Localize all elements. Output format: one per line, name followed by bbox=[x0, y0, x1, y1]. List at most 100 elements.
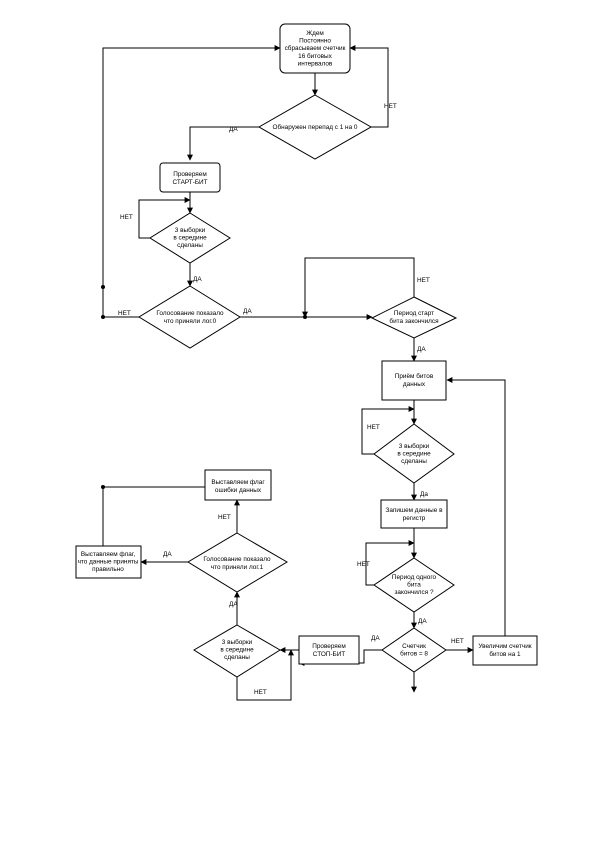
node-label-line: сделаны bbox=[224, 654, 250, 661]
edge-labels: НЕТ ДА НЕТ ДА НЕТ ДА НЕТ ДА НЕТ Да НЕТ Д… bbox=[118, 103, 464, 696]
node-label-line: Голосование показало bbox=[203, 556, 271, 563]
label-period-bit-yes: ДА bbox=[418, 618, 427, 625]
node-label-line: Увеличим счетчик bbox=[478, 643, 531, 650]
node-vote-start bbox=[138, 285, 241, 349]
label-counter-no: НЕТ bbox=[451, 638, 464, 645]
node-label-line: Обнаружен перепад с 1 на 0 bbox=[273, 123, 358, 131]
junction-dot bbox=[101, 285, 105, 289]
edge-detect-no-loop bbox=[349, 45, 389, 128]
node-label-line: Приём битов bbox=[395, 372, 434, 380]
node-label-line: что данные приняты bbox=[78, 559, 139, 566]
label-vote-stop-yes: ДА bbox=[163, 551, 172, 558]
node-receive-bits bbox=[381, 360, 447, 401]
node-increment-counter bbox=[472, 635, 538, 666]
node-label-line: бита bbox=[407, 580, 421, 588]
node-label-line: битов на 1 bbox=[489, 650, 521, 658]
edge-increment-loop bbox=[446, 377, 506, 636]
node-label-line: Проверяем bbox=[173, 171, 206, 178]
label-samples-start-no: НЕТ bbox=[120, 214, 133, 221]
label-counter-yes: ДА bbox=[371, 635, 380, 642]
label-samples-data-yes: Да bbox=[420, 491, 428, 498]
node-vote-stop bbox=[187, 532, 288, 593]
node-label-line: Ждем bbox=[306, 30, 324, 37]
label-vote-start-no: НЕТ bbox=[118, 310, 131, 317]
node-label-line: Выставляем флаг, bbox=[81, 551, 136, 558]
node-label-line: сбрасываем счетчик bbox=[285, 44, 346, 52]
node-samples-stop bbox=[193, 624, 281, 678]
label-detect-no: НЕТ bbox=[384, 103, 397, 110]
node-label-line: в середине bbox=[220, 646, 254, 653]
node-period-start bbox=[370, 296, 458, 339]
node-label-line: Постоянно bbox=[299, 38, 331, 45]
node-label-line: Голосование показало bbox=[156, 310, 224, 317]
node-label-line: сделаны bbox=[177, 242, 203, 249]
label-period-bit-no: НЕТ bbox=[357, 561, 370, 568]
node-label-line: что приняли лог.1 bbox=[211, 564, 264, 571]
node-label-line: регистр bbox=[403, 515, 426, 522]
node-label-line: битов = 8 bbox=[400, 650, 428, 658]
node-label-line: что приняли лог.0 bbox=[164, 318, 217, 325]
edge-samples-start-no-loop bbox=[138, 197, 191, 239]
node-samples-data bbox=[373, 423, 455, 484]
edge-detect-yes bbox=[187, 126, 259, 161]
node-ok-flag bbox=[75, 545, 142, 579]
junction-dot bbox=[101, 315, 105, 319]
label-period-start-yes: ДА bbox=[417, 346, 426, 353]
node-label-line: в середине bbox=[173, 234, 207, 241]
node-edge-detect bbox=[257, 94, 373, 160]
node-label-line: Счетчик bbox=[402, 643, 426, 650]
label-samples-data-no: НЕТ bbox=[367, 424, 380, 431]
node-label-line: сделаны bbox=[401, 458, 427, 465]
edge-period-bit-no-loop bbox=[365, 540, 415, 586]
label-samples-stop-no: НЕТ bbox=[254, 689, 267, 696]
junction-dot bbox=[101, 485, 105, 489]
node-label-line: 3 выборки bbox=[175, 226, 206, 234]
label-vote-stop-no: НЕТ bbox=[218, 514, 231, 521]
node-label-line: интервалов bbox=[298, 60, 333, 67]
junction-dot bbox=[303, 315, 307, 319]
node-label-line: бита закончился bbox=[389, 317, 439, 325]
node-error-flag bbox=[204, 469, 272, 501]
node-counter bbox=[381, 627, 447, 673]
edge-samples-data-no-loop bbox=[361, 406, 415, 455]
edge-samples-stop-no-loop bbox=[236, 649, 294, 701]
node-samples-start bbox=[149, 212, 231, 264]
node-period-bit bbox=[373, 557, 455, 613]
edge-detect-label: Обнаружен перепад с 1 на 0 bbox=[273, 123, 358, 131]
node-label-line: 3 выборки bbox=[222, 638, 253, 646]
node-label-line: Период одного bbox=[392, 574, 437, 581]
node-label-line: СТАРТ-БИТ bbox=[172, 179, 207, 186]
node-label-line: 16 битовых bbox=[298, 52, 333, 60]
node-write-register bbox=[380, 499, 448, 529]
edge-vote-start-no bbox=[102, 45, 281, 318]
node-label-line: Период старт bbox=[394, 310, 434, 317]
node-label-line: данных bbox=[403, 381, 426, 388]
node-wait bbox=[279, 23, 351, 74]
node-label-line: ошибки данных bbox=[215, 486, 262, 494]
node-label-line: правильно bbox=[92, 566, 124, 573]
node-label-line: закончился ? bbox=[394, 589, 433, 596]
label-vote-start-yes: ДА bbox=[243, 308, 252, 315]
label-samples-start-yes: ДА bbox=[193, 276, 202, 283]
node-check-stop bbox=[298, 635, 360, 665]
node-label-line: Выставляем флаг bbox=[211, 479, 265, 486]
node-check-start bbox=[159, 162, 221, 193]
node-label-line: Проверяем bbox=[312, 643, 345, 650]
